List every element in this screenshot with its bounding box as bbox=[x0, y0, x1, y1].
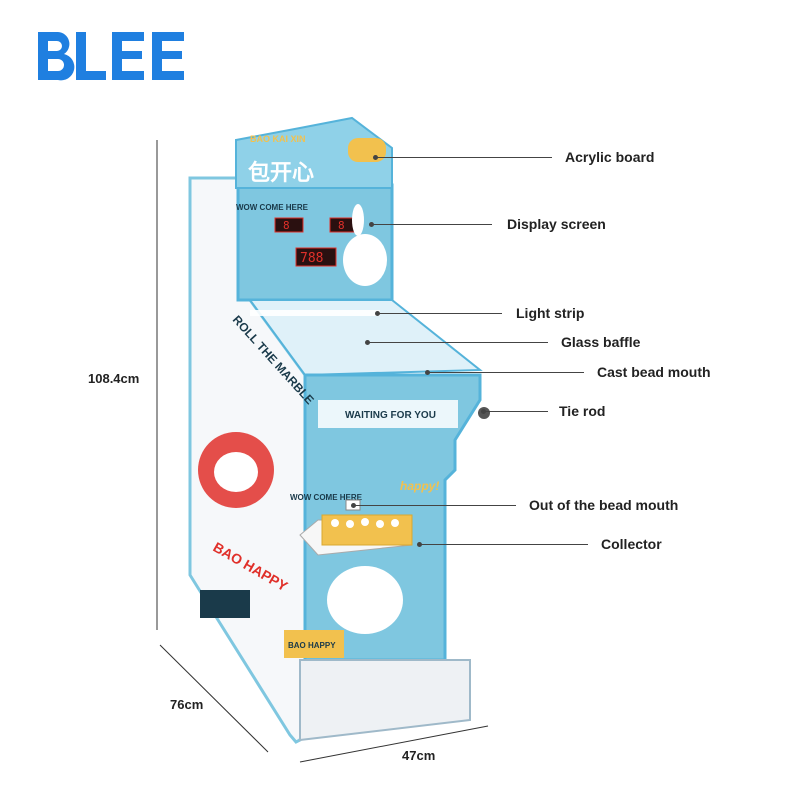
callout-bead-outlet: Out of the bead mouth bbox=[529, 497, 679, 513]
leader-collector bbox=[417, 542, 588, 547]
marquee-subtitle: BAO KAI XIN bbox=[250, 134, 306, 144]
leader-light-strip bbox=[375, 311, 502, 316]
svg-text:8: 8 bbox=[338, 219, 345, 232]
display-main bbox=[295, 247, 337, 267]
front-banner bbox=[318, 400, 458, 428]
acrylic-board bbox=[235, 116, 393, 189]
leader-glass-baffle bbox=[365, 340, 548, 345]
callout-display-screen: Display screen bbox=[507, 216, 606, 232]
screen-header: WOW COME HERE bbox=[236, 203, 309, 212]
height-dimension-label: 108.4cm bbox=[88, 371, 140, 386]
callout-collector: Collector bbox=[601, 536, 662, 552]
display-left bbox=[274, 217, 304, 233]
depth-dimension-line bbox=[159, 644, 269, 753]
depth-dimension-label: 76cm bbox=[170, 697, 204, 712]
marquee-title: 包开心 bbox=[248, 160, 314, 186]
happy-tag: happy! bbox=[400, 479, 439, 493]
callout-light-strip: Light strip bbox=[516, 305, 585, 321]
leader-cast-bead-mouth bbox=[425, 370, 584, 375]
glass-baffle bbox=[248, 299, 483, 377]
leader-tie-rod bbox=[481, 409, 548, 414]
brand-logo bbox=[36, 30, 196, 87]
callout-acrylic-board: Acrylic board bbox=[565, 149, 655, 165]
callout-cast-bead-mouth: Cast bead mouth bbox=[597, 364, 711, 380]
callout-glass-baffle: Glass baffle bbox=[561, 334, 641, 350]
svg-text:WAITING FOR YOU: WAITING FOR YOU bbox=[345, 410, 436, 421]
width-dimension-line bbox=[299, 725, 489, 763]
cabinet-base bbox=[299, 659, 471, 742]
width-dimension-label: 47cm bbox=[402, 748, 436, 763]
leader-acrylic-board bbox=[373, 155, 552, 160]
marquee-yellow-cloud bbox=[348, 138, 386, 162]
rabbit-mascot-icon bbox=[343, 234, 387, 286]
leader-display-screen bbox=[369, 222, 492, 227]
light-strip bbox=[250, 310, 380, 316]
callout-tie-rod: Tie rod bbox=[559, 403, 606, 419]
svg-text:WOW COME HERE: WOW COME HERE bbox=[290, 493, 363, 502]
svg-text:788: 788 bbox=[300, 251, 323, 266]
svg-text:8: 8 bbox=[283, 219, 290, 232]
svg-text:BAO HAPPY: BAO HAPPY bbox=[288, 641, 336, 650]
leader-bead-outlet bbox=[351, 503, 516, 508]
